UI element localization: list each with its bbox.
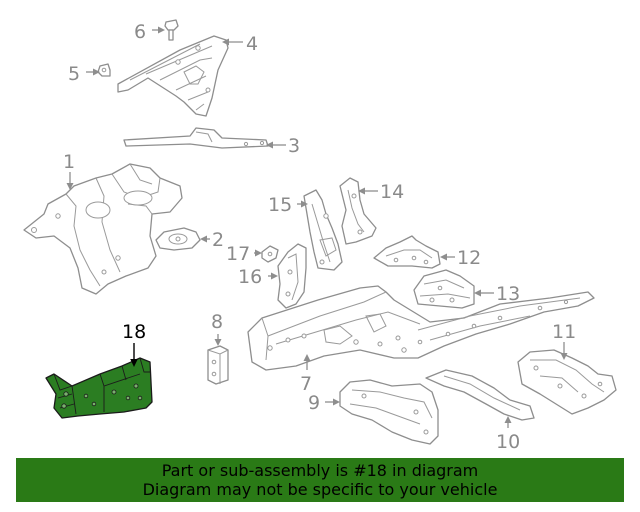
part-11-bracket-assembly[interactable] bbox=[517, 349, 617, 415]
leader-18 bbox=[130, 343, 138, 367]
part-14-pillar-bracket[interactable] bbox=[339, 177, 377, 245]
callout-16[interactable]: 16 bbox=[238, 266, 262, 288]
leader-9 bbox=[325, 398, 340, 406]
leader-1 bbox=[66, 172, 74, 190]
leader-13 bbox=[474, 289, 494, 297]
part-4-apron-bracket[interactable] bbox=[117, 35, 229, 117]
leader-16 bbox=[268, 272, 278, 280]
callout-14[interactable]: 14 bbox=[380, 181, 404, 203]
callout-6[interactable]: 6 bbox=[134, 21, 146, 43]
leader-4 bbox=[222, 38, 243, 46]
callout-15[interactable]: 15 bbox=[268, 194, 292, 216]
callout-5[interactable]: 5 bbox=[68, 63, 80, 85]
info-banner: Part or sub-assembly is #18 in diagram D… bbox=[16, 458, 624, 502]
leader-10 bbox=[504, 416, 512, 428]
leader-11 bbox=[560, 342, 568, 360]
callout-1[interactable]: 1 bbox=[63, 151, 75, 173]
part-17-clip[interactable] bbox=[261, 245, 279, 263]
callout-3[interactable]: 3 bbox=[288, 135, 300, 157]
leader-15 bbox=[297, 200, 308, 208]
part-18-highlighted-bracket[interactable] bbox=[45, 357, 153, 419]
banner-line-2: Diagram may not be specific to your vehi… bbox=[142, 480, 498, 499]
leader-6 bbox=[152, 26, 165, 34]
callout-2[interactable]: 2 bbox=[212, 229, 224, 251]
part-7-side-member[interactable] bbox=[247, 285, 595, 371]
leader-8 bbox=[214, 334, 222, 346]
leader-17 bbox=[254, 249, 262, 257]
leader-5 bbox=[86, 68, 100, 76]
part-10-brace[interactable] bbox=[425, 369, 535, 421]
callout-4[interactable]: 4 bbox=[246, 33, 258, 55]
part-16-lower-bracket[interactable] bbox=[277, 243, 307, 309]
part-1-wheelhouse-apron[interactable] bbox=[23, 163, 183, 295]
callout-12[interactable]: 12 bbox=[457, 247, 481, 269]
part-9-lower-extension[interactable] bbox=[339, 379, 439, 445]
callout-8[interactable]: 8 bbox=[211, 311, 223, 333]
part-2-mount-cap[interactable] bbox=[155, 227, 201, 251]
leader-14 bbox=[358, 187, 378, 195]
callout-9[interactable]: 9 bbox=[308, 392, 320, 414]
part-3-reinforcement[interactable] bbox=[123, 127, 269, 149]
banner-line-1: Part or sub-assembly is #18 in diagram bbox=[161, 461, 479, 480]
leader-12 bbox=[440, 253, 455, 261]
callout-17[interactable]: 17 bbox=[226, 243, 250, 265]
callout-18[interactable]: 18 bbox=[122, 321, 146, 343]
callout-10[interactable]: 10 bbox=[496, 431, 520, 453]
part-13-bracket-box[interactable] bbox=[413, 269, 475, 309]
part-6-bolt[interactable] bbox=[164, 19, 179, 41]
part-5-clip[interactable] bbox=[97, 63, 111, 77]
part-12-gusset[interactable] bbox=[373, 235, 441, 269]
part-15-vertical-bracket[interactable] bbox=[303, 189, 343, 271]
leader-7 bbox=[303, 354, 311, 370]
part-8-block[interactable] bbox=[207, 345, 229, 385]
callout-13[interactable]: 13 bbox=[496, 283, 520, 305]
callout-7[interactable]: 7 bbox=[300, 373, 312, 395]
callout-11[interactable]: 11 bbox=[552, 321, 576, 343]
leader-3 bbox=[266, 141, 286, 149]
leader-2 bbox=[200, 235, 210, 243]
